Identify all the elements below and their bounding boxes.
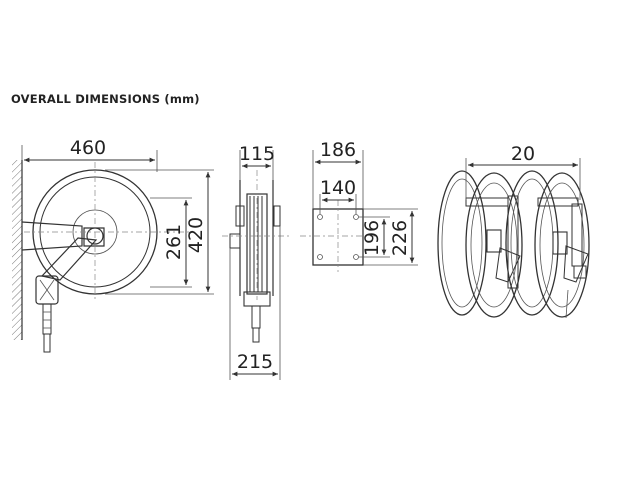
side-view-drawing: 460 261 420 — [12, 137, 214, 353]
dim-front-bottom-width: 215 — [237, 351, 273, 373]
dim-front-top-width: 115 — [239, 143, 275, 165]
dim-bracket-inner-width: 140 — [320, 177, 356, 199]
front-view-drawing: 115 215 — [222, 143, 292, 380]
dim-bracket-inner-height: 196 — [361, 220, 383, 256]
wall-hatch — [12, 160, 22, 340]
dim-side-width: 460 — [70, 137, 106, 159]
dim-multi-spacing: 20 — [511, 143, 535, 165]
dim-side-outer-height: 420 — [185, 217, 207, 253]
dim-side-inner-height: 261 — [163, 224, 185, 260]
dim-bracket-outer-width: 186 — [320, 139, 356, 161]
dim-bracket-outer-height: 226 — [389, 220, 411, 256]
page-title: OVERALL DIMENSIONS (mm) — [11, 92, 200, 106]
multi-reel-drawing: 20 — [437, 143, 590, 319]
bracket-drawing: 186 140 196 226 — [300, 139, 418, 272]
